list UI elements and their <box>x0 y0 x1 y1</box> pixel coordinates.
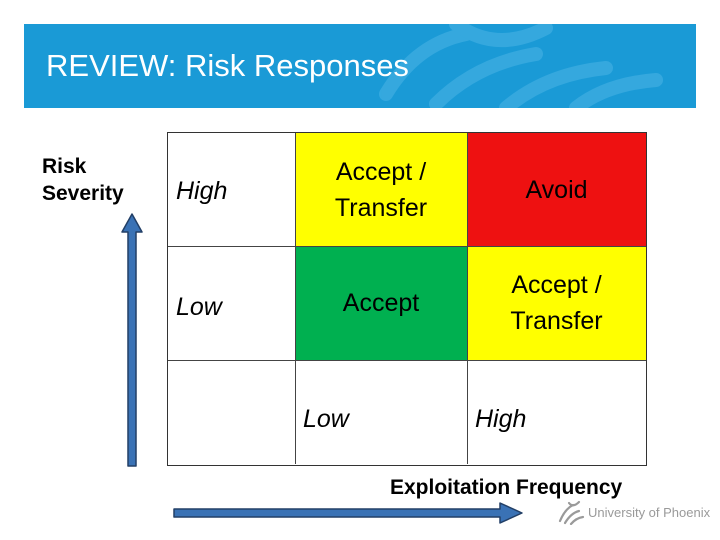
cell-high-severity-high-frequency: Avoid <box>467 133 646 246</box>
grid-line-horizontal-2 <box>168 360 646 361</box>
grid-line-vertical-1 <box>295 133 296 464</box>
x-axis-arrow <box>173 502 523 524</box>
cell-high-severity-low-frequency: Accept / Transfer <box>295 133 467 246</box>
column-label-high: High <box>475 405 527 433</box>
x-axis-title: Exploitation Frequency <box>390 476 623 499</box>
phoenix-logo-icon <box>558 500 585 525</box>
column-label-low: Low <box>303 405 349 433</box>
y-axis-title: Risk Severity <box>42 155 124 205</box>
y-axis-arrow <box>121 213 143 467</box>
cell-low-severity-low-frequency: Accept <box>295 246 467 360</box>
university-logo: University of Phoenix <box>557 498 710 526</box>
title-bar: REVIEW: Risk Responses <box>24 24 696 108</box>
watermark-logo-icon <box>379 24 663 108</box>
grid-line-horizontal-1 <box>168 246 646 247</box>
page-title: REVIEW: Risk Responses <box>46 48 409 83</box>
cell-low-severity-high-frequency: Accept / Transfer <box>467 246 646 360</box>
risk-matrix: Accept / Transfer Avoid Accept Accept / … <box>167 132 647 466</box>
grid-line-vertical-2 <box>467 133 468 464</box>
row-label-low: Low <box>176 293 222 321</box>
row-label-high: High <box>176 177 228 205</box>
logo-text: University of Phoenix <box>588 504 711 520</box>
